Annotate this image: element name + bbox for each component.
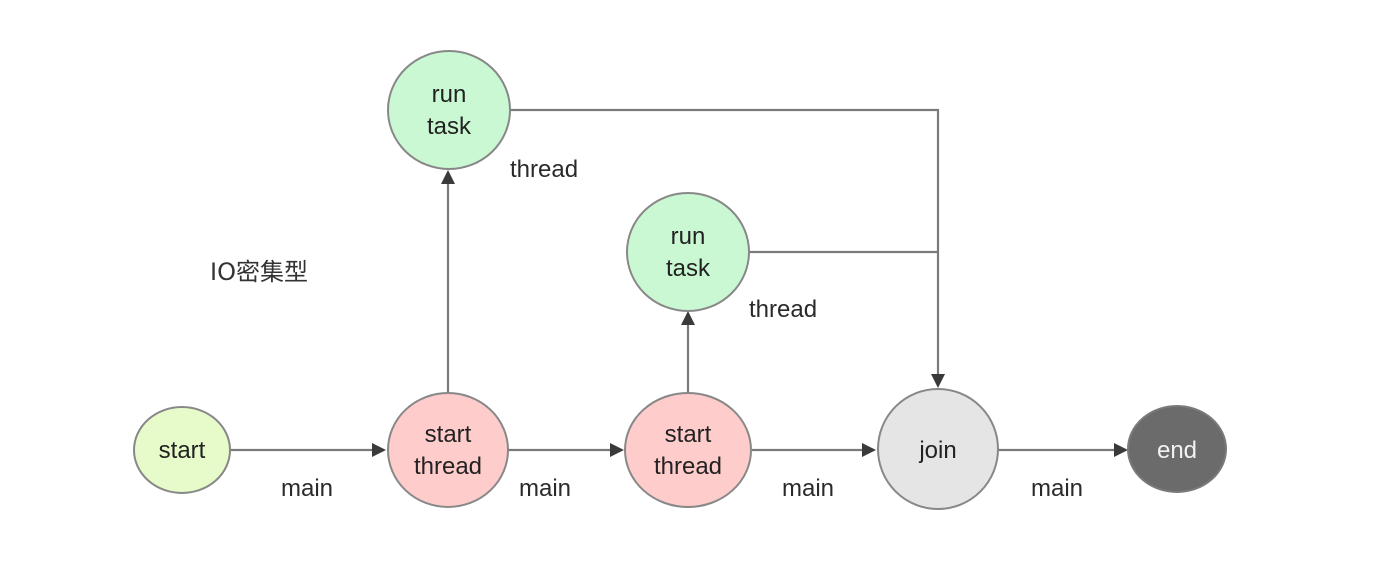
node-join-label: join (918, 437, 956, 464)
node-start: start (133, 406, 231, 494)
node-start-thread-2-line1: start (665, 421, 712, 448)
node-run-task-2-shape (626, 192, 750, 312)
node-start-thread-1-shape (387, 392, 509, 508)
node-start-shape (133, 406, 231, 494)
edge-label-main-1: main (281, 475, 333, 502)
diagram-title: IO密集型 (210, 258, 308, 286)
edge-label-main-4: main (1031, 475, 1083, 502)
edge-label-main-2: main (519, 475, 571, 502)
node-join: join (877, 388, 999, 510)
node-run-task-2-line1: run (671, 223, 706, 250)
node-start-thread-2: start thread (624, 392, 752, 508)
node-run-task-1: run task (387, 50, 511, 170)
node-run-task-1-shape (387, 50, 511, 170)
node-start-thread-2-line2: thread (654, 453, 722, 480)
node-start-thread-1-line1: start (425, 421, 472, 448)
edge-label-thread-1: thread (510, 156, 578, 183)
node-start-label: start (159, 437, 206, 464)
edge-label-main-3: main (782, 475, 834, 502)
node-end-label: end (1157, 437, 1197, 464)
node-start-thread-1-line2: thread (414, 453, 482, 480)
node-end: end (1127, 405, 1227, 493)
node-run-task-1-line2: task (427, 113, 472, 140)
node-start-thread-2-shape (624, 392, 752, 508)
node-run-task-2-line2: task (666, 255, 711, 282)
node-start-thread-1: start thread (387, 392, 509, 508)
node-join-shape (877, 388, 999, 510)
node-end-shape (1127, 405, 1227, 493)
node-run-task-1-line1: run (432, 81, 467, 108)
edge-label-thread-2: thread (749, 296, 817, 323)
edge-run-task-1-to-join (510, 108, 945, 388)
node-run-task-2: run task (626, 192, 750, 312)
